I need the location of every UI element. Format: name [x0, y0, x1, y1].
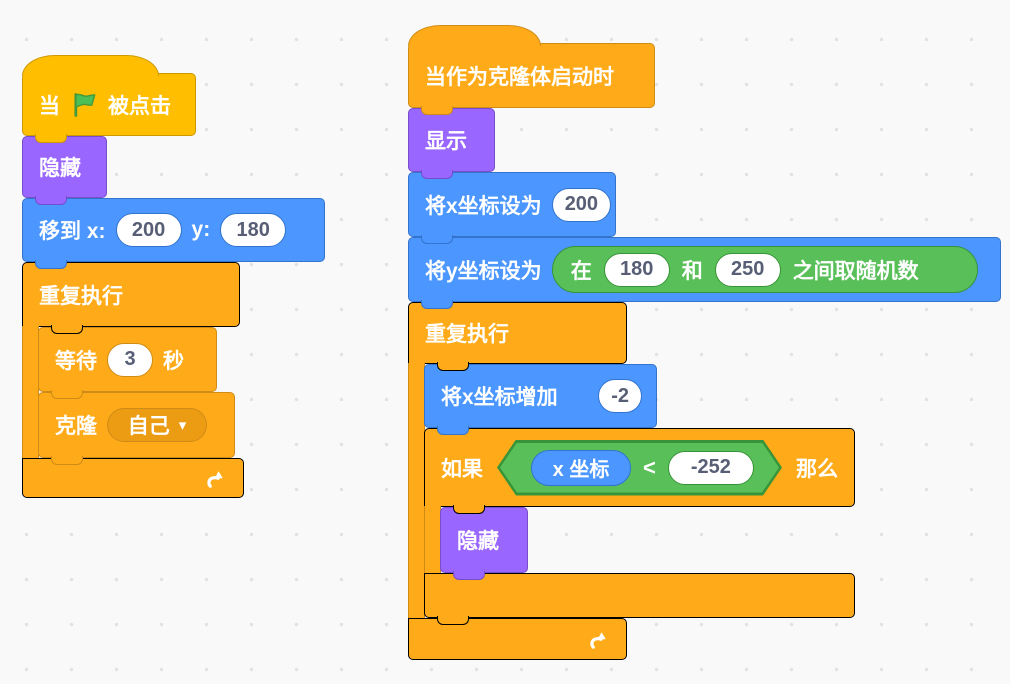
block-bump [35, 260, 67, 269]
block-bump [35, 134, 67, 143]
change-x-block[interactable]: 将x坐标增加 -2 [424, 364, 657, 435]
if-top-bar[interactable]: 如果 x 坐标 < -252 那么 [424, 428, 855, 514]
block-label: 隐藏 [39, 157, 81, 180]
create-clone-block[interactable]: 克隆 自己 ▾ [38, 392, 235, 465]
block-label: 等待 [55, 349, 97, 373]
block-bump [421, 300, 453, 309]
goto-xy-block[interactable]: 移到 x: 200 y: 180 [22, 198, 325, 269]
block-label: 当 [39, 94, 60, 118]
x-position-reporter[interactable]: x 坐标 [531, 450, 631, 486]
forever-block[interactable]: 重复执行 [408, 302, 627, 660]
clone-target-value: 自己 [127, 415, 170, 438]
block-label: 之间取随机数 [792, 259, 919, 283]
loop-arrow-icon [207, 471, 223, 488]
show-block[interactable]: 显示 [408, 108, 495, 179]
block-bump [437, 362, 469, 371]
block-bump [453, 505, 485, 514]
wait-seconds-block[interactable]: 等待 3 秒 [38, 327, 217, 399]
forever-spine[interactable] [408, 363, 425, 619]
block-bump [421, 170, 453, 179]
pick-random-block[interactable]: 在 180 和 250 之间取随机数 [551, 246, 978, 293]
hide-block[interactable]: 隐藏 [22, 136, 107, 205]
when-clone-starts-block[interactable]: 当作为克隆体启动时 [408, 25, 655, 115]
random-min-input[interactable]: 180 [603, 252, 670, 287]
block-label: 在 [570, 259, 592, 283]
block-label: 克隆 [55, 415, 97, 438]
block-bump [437, 616, 469, 625]
block-label: 移到 x: [39, 220, 106, 243]
block-bump [51, 456, 83, 465]
block-label: 如果 [441, 457, 483, 481]
if-then-block[interactable]: 如果 x 坐标 < -252 那么 [424, 428, 855, 625]
block-bump [437, 426, 469, 435]
when-flag-clicked-block[interactable]: 当 被点击 [22, 55, 196, 143]
block-label: 和 [681, 259, 703, 283]
block-label: 将x坐标增加 [441, 386, 558, 409]
set-x-input[interactable]: 200 [551, 187, 612, 222]
block-label: 被点击 [108, 94, 171, 118]
block-label: y: [191, 218, 211, 241]
forever-foot[interactable] [408, 618, 627, 660]
forever-spine[interactable] [22, 326, 39, 459]
change-x-input[interactable]: -2 [598, 379, 642, 413]
block-label: 将y坐标设为 [425, 259, 542, 283]
operator-symbol: < [643, 454, 656, 480]
y-value-input[interactable]: 180 [220, 213, 287, 247]
block-label: 重复执行 [425, 323, 509, 346]
block-label: 秒 [163, 349, 184, 373]
forever-top-bar[interactable]: 重复执行 [22, 262, 240, 334]
x-value-input[interactable]: 200 [115, 213, 182, 247]
set-y-block[interactable]: 将y坐标设为 在 180 和 250 之间取随机数 [408, 237, 1001, 309]
block-label: 将x坐标设为 [425, 194, 542, 218]
if-spine[interactable] [424, 506, 441, 574]
if-foot[interactable] [424, 573, 855, 625]
block-label: 隐藏 [457, 530, 499, 553]
hat-dome [22, 55, 159, 76]
block-bump [421, 235, 453, 244]
block-bump [421, 106, 453, 115]
dropdown-arrow-icon: ▾ [178, 416, 187, 434]
block-label: 显示 [425, 130, 467, 153]
green-flag-icon [74, 92, 96, 117]
random-max-input[interactable]: 250 [714, 252, 781, 287]
clone-target-dropdown[interactable]: 自己 ▾ [107, 408, 207, 442]
block-bump [35, 196, 67, 205]
hide-block[interactable]: 隐藏 [440, 507, 528, 580]
wait-seconds-input[interactable]: 3 [107, 342, 153, 377]
block-label: 那么 [796, 457, 838, 481]
block-bump [51, 390, 83, 399]
block-bump [453, 571, 485, 580]
hat-dome [408, 25, 541, 46]
set-x-block[interactable]: 将x坐标设为 200 [408, 172, 616, 244]
loop-arrow-icon [590, 632, 606, 649]
hexagon-content: x 坐标 < -252 [497, 450, 782, 486]
comparison-value-input[interactable]: -252 [668, 451, 754, 485]
block-label: 重复执行 [39, 284, 123, 308]
block-bump [51, 325, 83, 334]
block-label: 当作为克隆体启动时 [425, 65, 614, 89]
less-than-condition-block[interactable]: x 坐标 < -252 [497, 440, 782, 496]
forever-top-bar[interactable]: 重复执行 [408, 302, 627, 371]
